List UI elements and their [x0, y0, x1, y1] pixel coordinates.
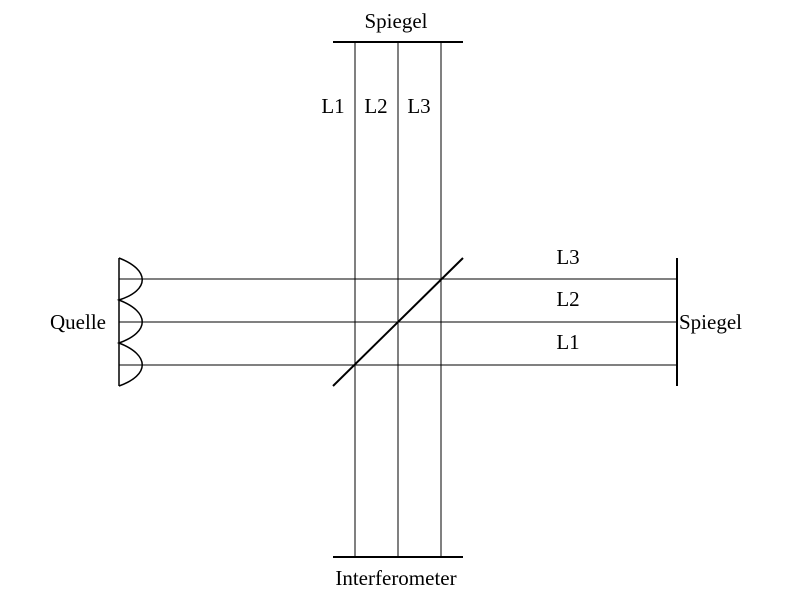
vertical-label-l2: L2	[364, 94, 387, 118]
source-label: Quelle	[50, 310, 106, 334]
top-mirror-label: Spiegel	[365, 9, 428, 33]
detector-label: Interferometer	[335, 566, 456, 590]
vertical-label-l3: L3	[407, 94, 430, 118]
horizontal-label-l2: L2	[556, 287, 579, 311]
horizontal-label-l1: L1	[556, 330, 579, 354]
beam-splitter	[332, 257, 464, 387]
source-wave	[116, 257, 143, 387]
horizontal-label-l3: L3	[556, 245, 579, 269]
right-mirror-label: Spiegel	[679, 310, 742, 334]
vertical-label-l1: L1	[321, 94, 344, 118]
